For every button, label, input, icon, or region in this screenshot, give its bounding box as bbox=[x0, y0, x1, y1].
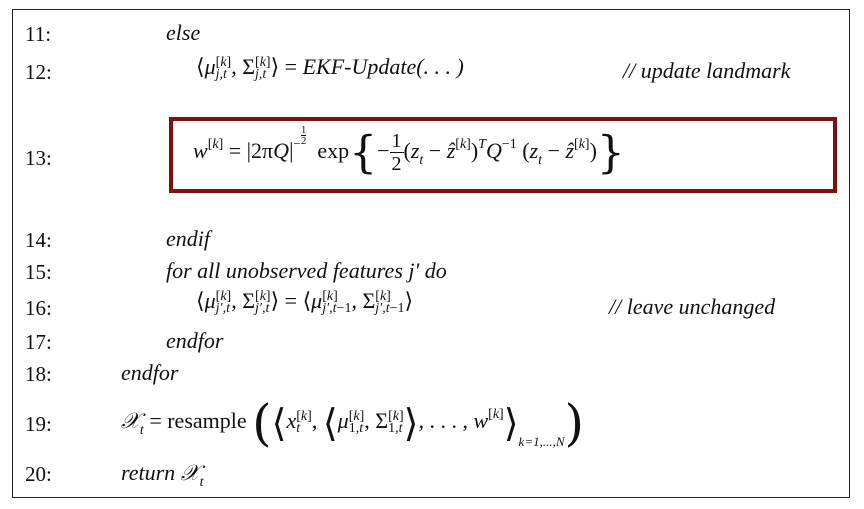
line-number: 18: bbox=[25, 362, 52, 386]
algo-line-14: 14: endif bbox=[13, 224, 851, 258]
line-comment: // update landmark bbox=[623, 58, 791, 83]
line-number: 20: bbox=[25, 462, 52, 486]
line-number: 16: bbox=[25, 296, 52, 320]
algo-line-15: 15: for all unobserved features j′ do bbox=[13, 256, 851, 290]
unchanged-landmark-equation: ⟨μ[k]j′,t, Σ[k]j′,t⟩ = ⟨μ[k]j′,t−1, Σ[k]… bbox=[196, 288, 414, 316]
line-number: 14: bbox=[25, 228, 52, 252]
left-brace: { bbox=[349, 127, 378, 179]
return-text: return 𝒳 bbox=[121, 460, 200, 485]
line-text: return 𝒳t bbox=[121, 460, 204, 490]
line-text: endfor bbox=[166, 328, 224, 353]
algo-line-19: 19: 𝒳t = resample (⟨x[k]t, ⟨μ[k]1,t, Σ[k… bbox=[13, 390, 851, 460]
algo-line-12: 12: ⟨μ[k]j,t, Σ[k]j,t⟩ = EKF-Update(. . … bbox=[13, 52, 851, 86]
resample-func: resample bbox=[167, 408, 247, 434]
algo-line-17: 17: endfor bbox=[13, 326, 851, 360]
ekf-update-equation: ⟨μ[k]j,t, Σ[k]j,t⟩ = EKF-Update(. . . ) bbox=[196, 54, 464, 82]
algo-line-11: 11: else bbox=[13, 16, 851, 50]
resample-equation: 𝒳t = resample (⟨x[k]t, ⟨μ[k]1,t, Σ[k]1,t… bbox=[121, 394, 585, 452]
line-text: for all unobserved features j′ do bbox=[166, 258, 447, 283]
algorithm-frame: 11: else 12: ⟨μ[k]j,t, Σ[k]j,t⟩ = EKF-Up… bbox=[12, 9, 850, 498]
algo-line-20: 20: return 𝒳t bbox=[13, 458, 851, 492]
line-number: 13: bbox=[25, 146, 52, 170]
algo-line-16: 16: ⟨μ[k]j′,t, Σ[k]j′,t⟩ = ⟨μ[k]j′,t−1, … bbox=[13, 286, 851, 320]
line-number: 11: bbox=[25, 22, 52, 46]
line-text: endif bbox=[166, 226, 210, 251]
right-brace: } bbox=[596, 127, 625, 179]
highlighted-weight-equation-box bbox=[169, 117, 837, 193]
line-text: else bbox=[166, 20, 201, 45]
line-comment: // leave unchanged bbox=[609, 294, 776, 319]
line-number: 12: bbox=[25, 60, 52, 84]
line-number: 15: bbox=[25, 260, 52, 284]
line-number: 17: bbox=[25, 330, 52, 354]
line-number: 19: bbox=[25, 412, 52, 436]
line-text: endfor bbox=[121, 360, 179, 385]
algo-line-18: 18: endfor bbox=[13, 358, 851, 392]
ekf-update-func: EKF-Update(. . . ) bbox=[302, 54, 464, 79]
